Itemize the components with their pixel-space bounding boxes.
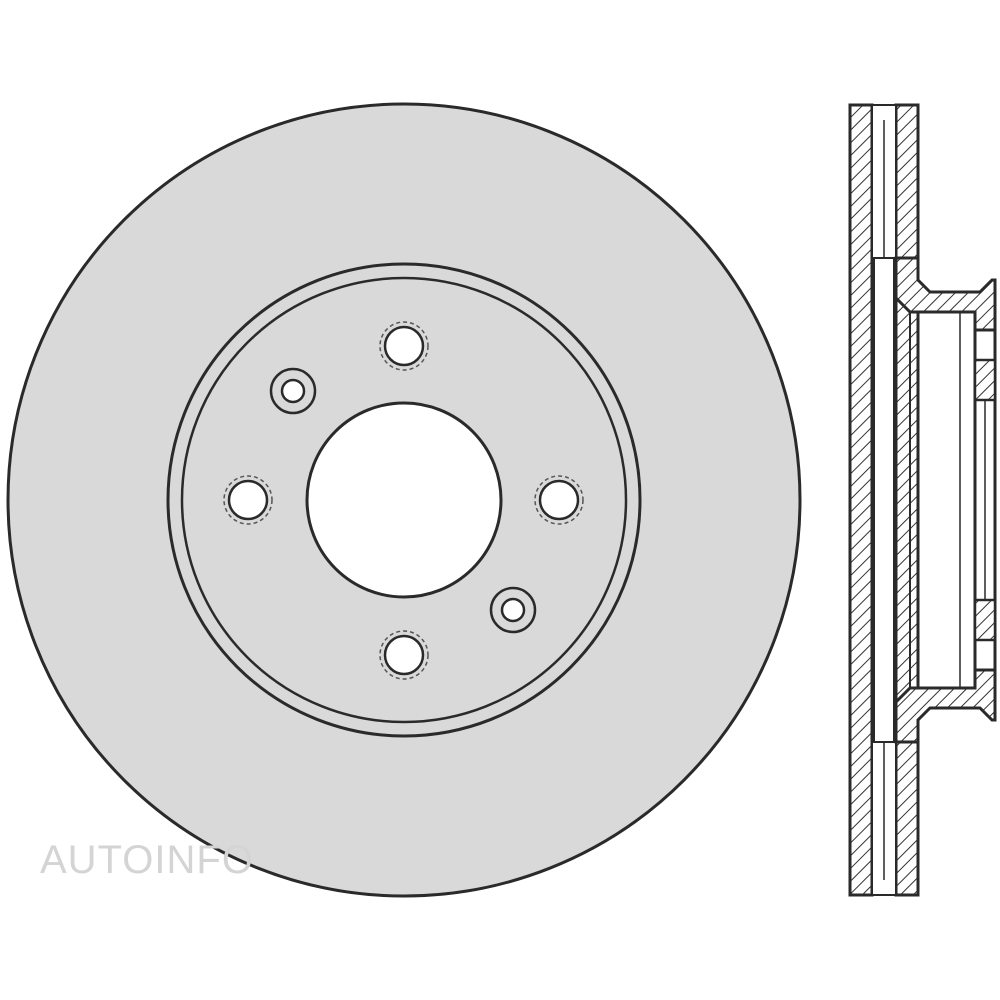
stud-hole-bottom bbox=[379, 630, 429, 680]
stud-hole-right bbox=[534, 475, 584, 525]
disc-front-view bbox=[6, 102, 802, 898]
outer-friction-plate bbox=[848, 103, 874, 897]
inner-friction-plate bbox=[894, 103, 920, 897]
locating-hole-upper-left bbox=[269, 367, 317, 415]
disc-cross-section bbox=[848, 103, 997, 897]
center-bore bbox=[305, 401, 503, 599]
watermark-logo: AUTOINFO bbox=[40, 838, 254, 882]
stud-hole-left bbox=[223, 475, 273, 525]
locating-hole-lower-right bbox=[489, 586, 537, 634]
stud-hole-top bbox=[379, 321, 429, 371]
